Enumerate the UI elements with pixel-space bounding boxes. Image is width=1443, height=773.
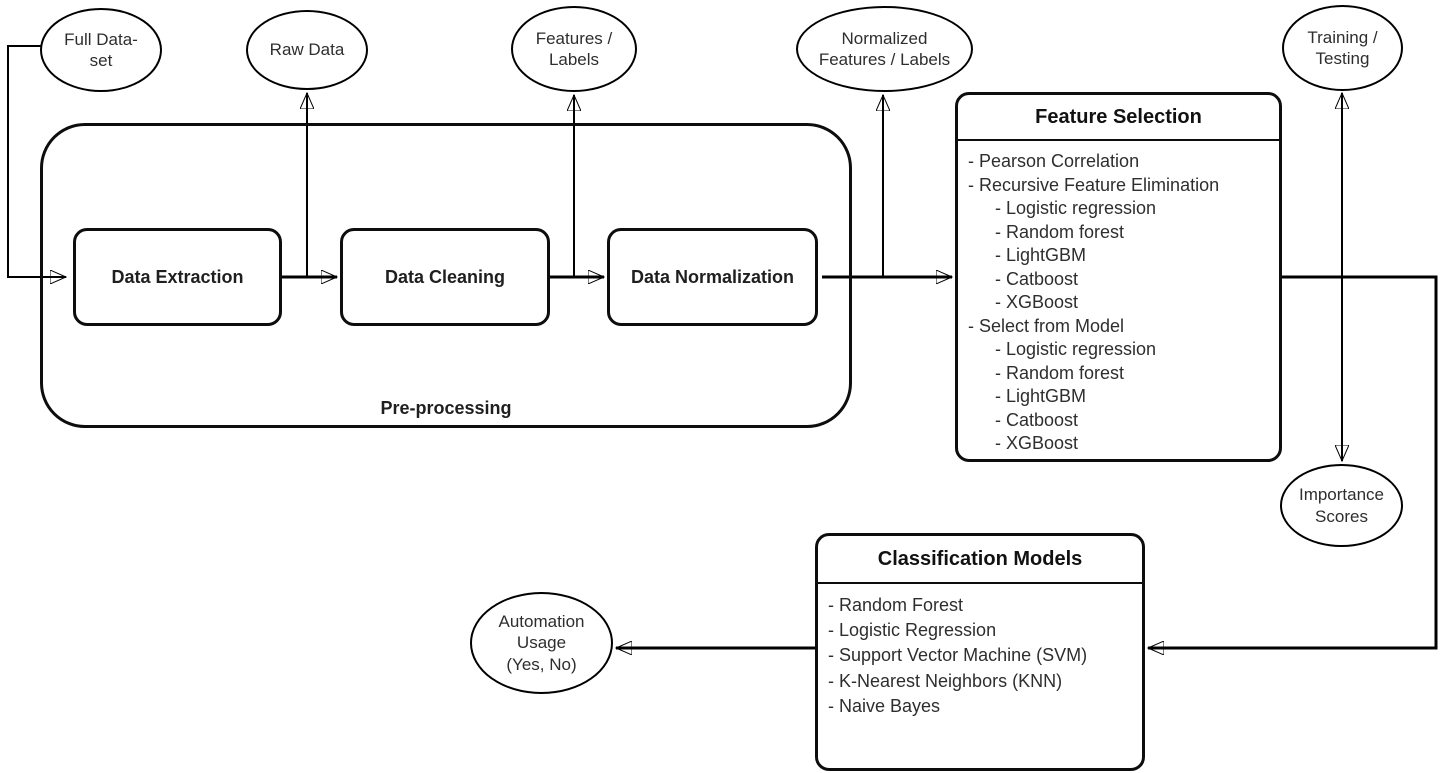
node-data-cleaning: Data Cleaning bbox=[340, 228, 550, 326]
node-data-normalization: Data Normalization bbox=[607, 228, 818, 326]
list-item: - LightGBM bbox=[995, 386, 1087, 406]
list-item: - Naive Bayes bbox=[828, 695, 941, 716]
node-full-dataset: Full Data- set bbox=[40, 8, 162, 92]
list-item: - Catboost bbox=[995, 409, 1079, 430]
node-data-cleaning-label: Data Cleaning bbox=[384, 266, 506, 287]
node-data-normalization-label: Data Normalization bbox=[630, 266, 795, 287]
node-importance-scores-label: Importance Scores bbox=[1298, 485, 1385, 526]
feature-selection-panel: Feature Selection - Pearson Correlation-… bbox=[955, 92, 1282, 462]
list-item: - Random Forest bbox=[828, 595, 964, 615]
classification-models-title: Classification Models bbox=[818, 536, 1142, 584]
feature-selection-title: Feature Selection bbox=[958, 95, 1279, 141]
list-item: - Random forest bbox=[995, 221, 1125, 242]
node-data-extraction-label: Data Extraction bbox=[111, 266, 244, 287]
arrow-feature-selection-to-classification-models bbox=[1148, 275, 1438, 648]
node-raw-data: Raw Data bbox=[246, 10, 368, 90]
node-automation-usage-label: Automation Usage (Yes, No) bbox=[498, 612, 585, 674]
node-data-extraction: Data Extraction bbox=[73, 228, 282, 326]
classification-models-panel: Classification Models - Random Forest - L… bbox=[815, 533, 1145, 771]
node-full-dataset-label: Full Data- set bbox=[64, 29, 138, 70]
list-item: - Support Vector Machine (SVM) bbox=[828, 645, 1088, 666]
list-item: - Logistic regression bbox=[995, 339, 1157, 359]
list-item: - Logistic regression bbox=[995, 198, 1157, 218]
list-item: - XGBoost bbox=[995, 292, 1079, 312]
node-raw-data-label: Raw Data bbox=[269, 40, 345, 60]
list-item: - Recursive Feature Elimination bbox=[968, 174, 1220, 195]
node-training-testing: Training / Testing bbox=[1282, 5, 1403, 91]
list-item: - Pearson Correlation bbox=[968, 151, 1140, 171]
list-item: - LightGBM bbox=[995, 245, 1087, 265]
list-item: - XGBoost bbox=[995, 433, 1079, 453]
node-importance-scores: Importance Scores bbox=[1280, 464, 1403, 547]
preprocessing-label: Pre-processing bbox=[380, 398, 512, 418]
list-item: - Catboost bbox=[995, 268, 1079, 289]
node-normalized-features-labels: Normalized Features / Labels bbox=[796, 6, 973, 92]
list-item: - K-Nearest Neighbors (KNN) bbox=[828, 670, 1063, 691]
list-item: - Logistic Regression bbox=[828, 620, 997, 641]
node-features-labels-label: Features / Labels bbox=[535, 28, 613, 69]
classification-models-list: - Random Forest - Logistic Regression - Su… bbox=[818, 584, 1142, 723]
preprocessing-group: Pre-processing bbox=[40, 123, 852, 428]
node-automation-usage: Automation Usage (Yes, No) bbox=[470, 592, 613, 694]
node-training-testing-label: Training / Testing bbox=[1307, 27, 1378, 68]
node-features-labels: Features / Labels bbox=[511, 6, 637, 92]
arrow-full-dataset-to-data-extraction bbox=[7, 45, 66, 277]
feature-selection-list: - Pearson Correlation - Recursive Feature… bbox=[958, 141, 1279, 460]
list-item: - Select from Model bbox=[968, 315, 1125, 336]
list-item: - Random forest bbox=[995, 362, 1125, 383]
node-normalized-features-labels-label: Normalized Features / Labels bbox=[818, 28, 951, 69]
